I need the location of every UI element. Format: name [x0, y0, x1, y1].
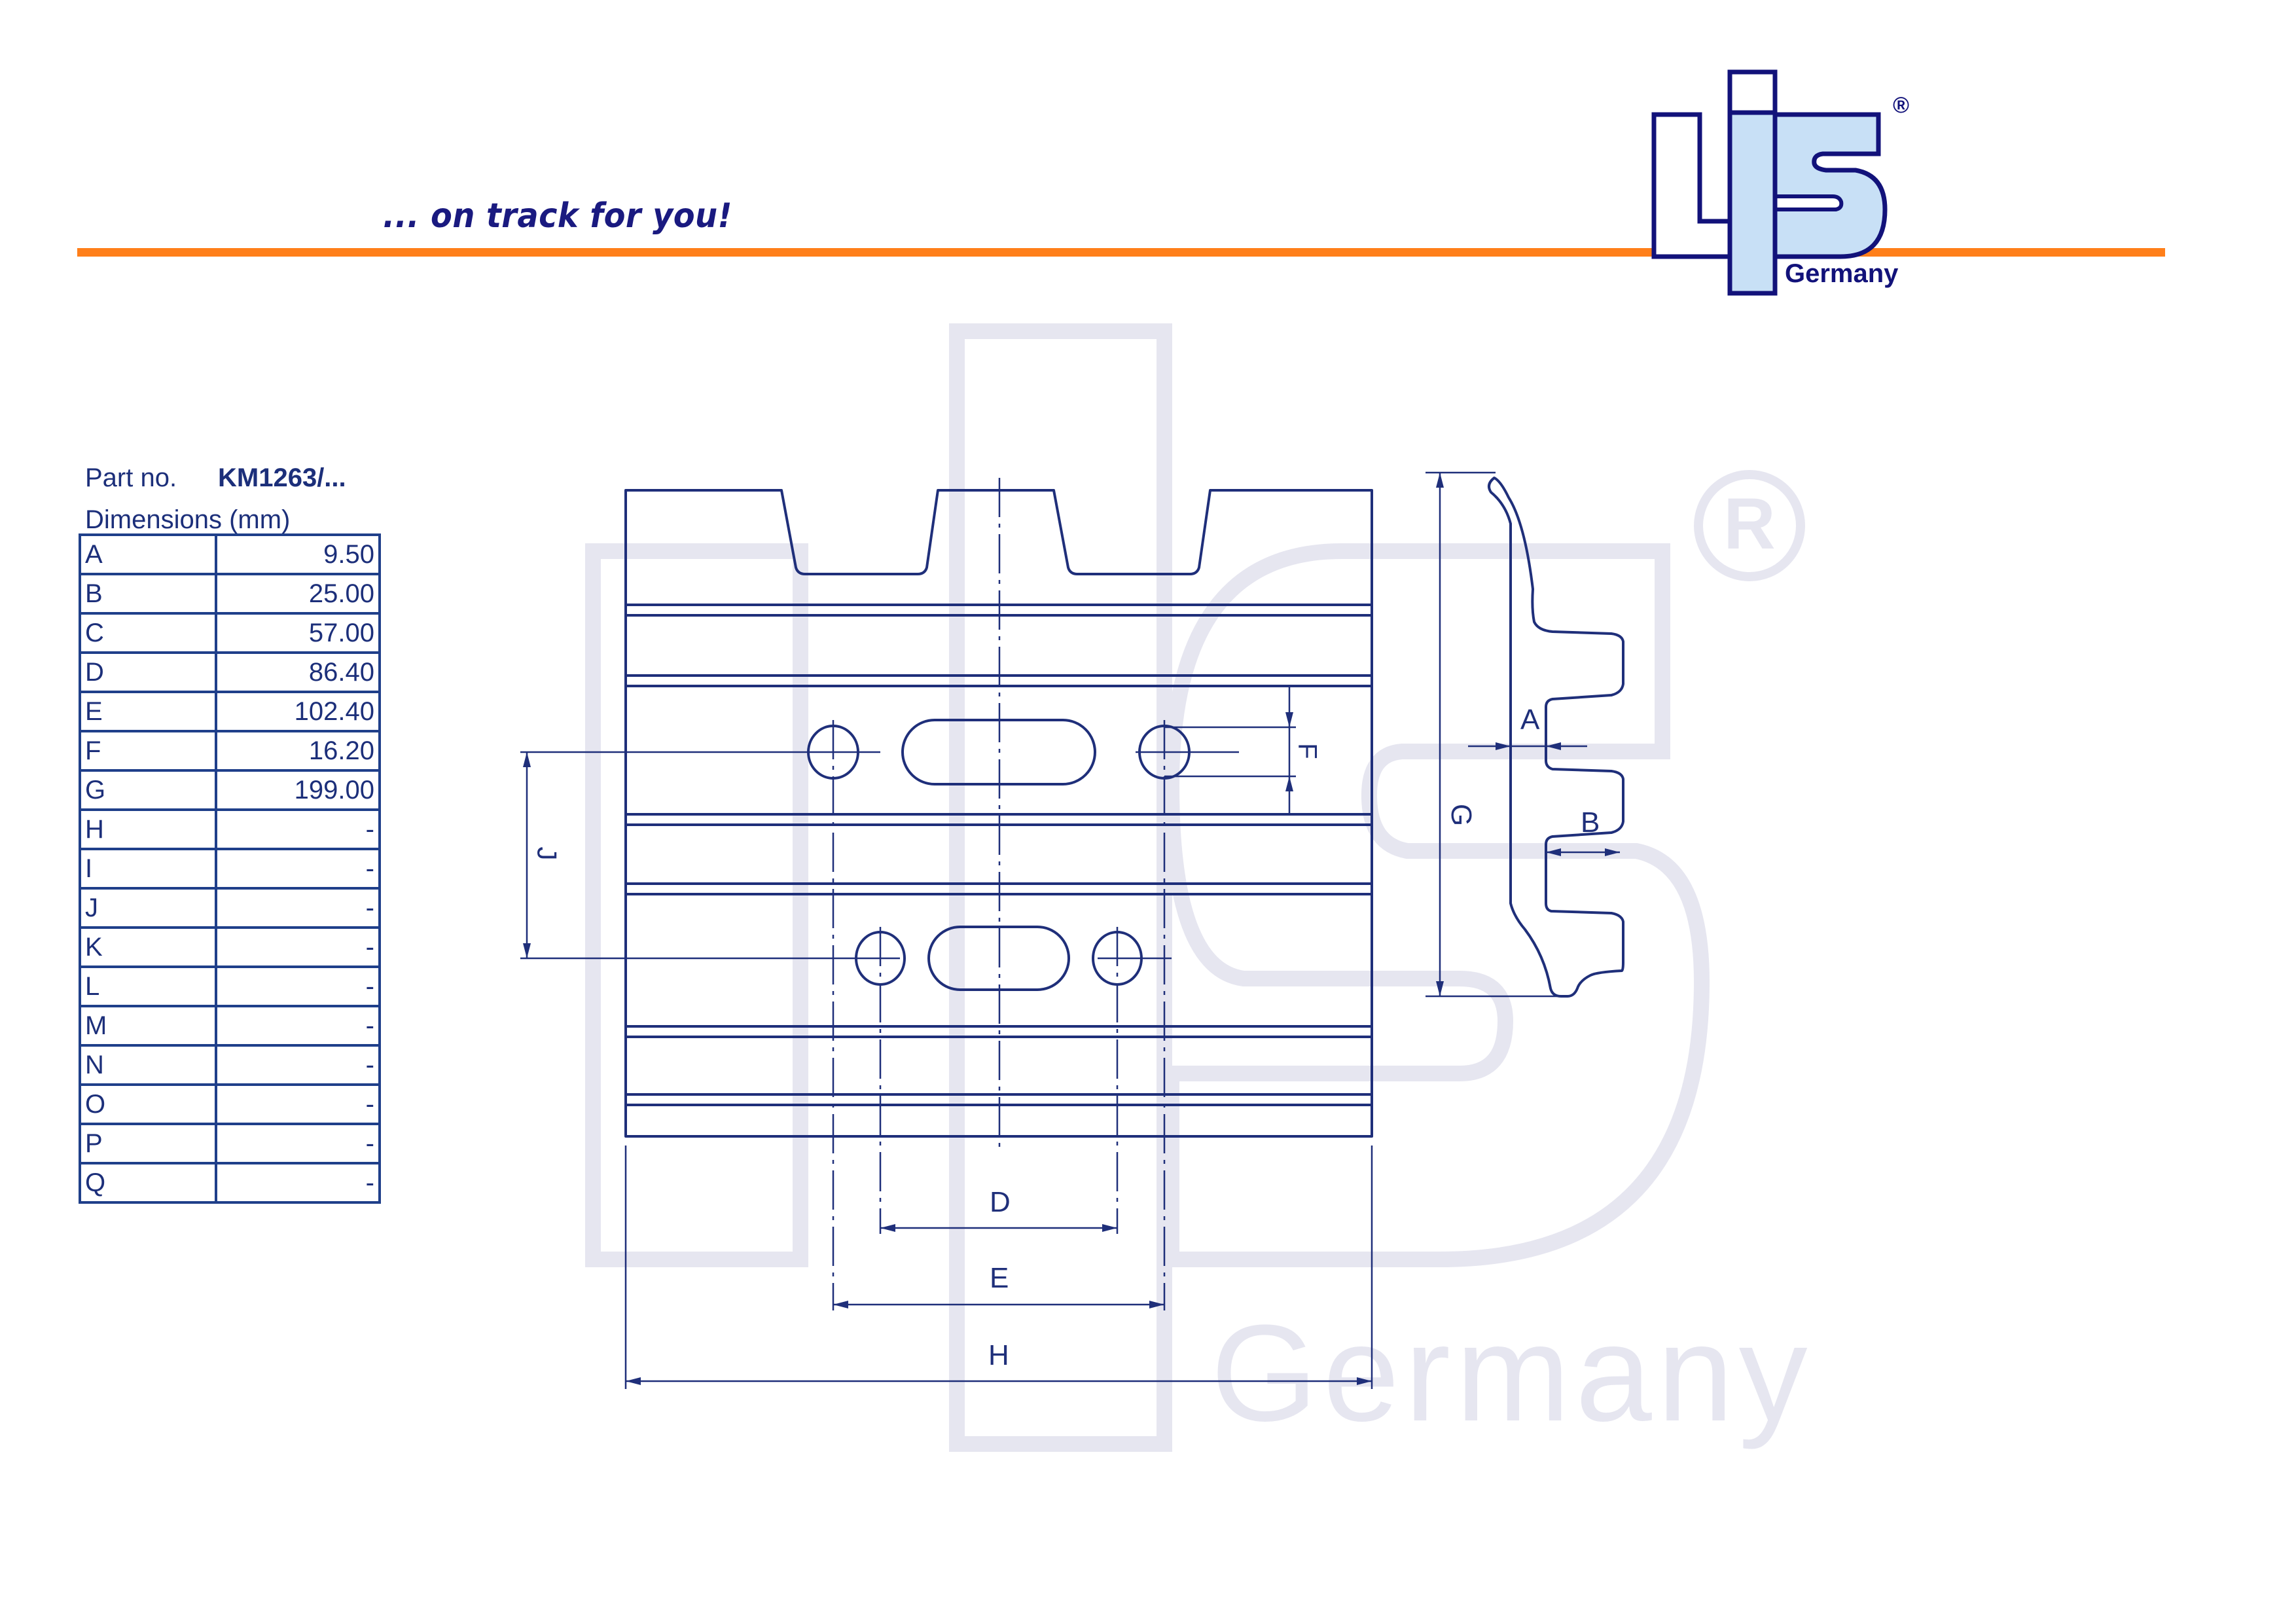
dim-label-J: J: [531, 846, 563, 861]
dim-key: N: [79, 1044, 217, 1086]
table-row: H-: [79, 808, 381, 850]
logo-registered-mark: ®: [1893, 93, 1910, 118]
dim-label-D: D: [990, 1186, 1011, 1218]
table-row: N-: [79, 1044, 381, 1086]
table-row: O-: [79, 1083, 381, 1125]
dim-value: -: [215, 1005, 381, 1047]
table-row: L-: [79, 965, 381, 1007]
watermark-logo: [585, 323, 1710, 1452]
dim-value: -: [215, 808, 381, 850]
dim-key: F: [79, 730, 217, 772]
dim-value: -: [215, 1083, 381, 1125]
dim-label-H: H: [988, 1339, 1009, 1371]
dim-value: 102.40: [215, 691, 381, 732]
dim-key: O: [79, 1083, 217, 1125]
dim-value: 9.50: [215, 533, 381, 575]
table-row: K-: [79, 926, 381, 968]
dim-value: 16.20: [215, 730, 381, 772]
table-row: M-: [79, 1005, 381, 1047]
dim-key: C: [79, 612, 217, 654]
side-view-profile: [1487, 477, 1624, 998]
dim-key: D: [79, 651, 217, 693]
dim-key: L: [79, 965, 217, 1007]
dim-key: J: [79, 887, 217, 929]
dim-key: Q: [79, 1162, 217, 1204]
dim-value: -: [215, 1162, 381, 1204]
dim-key: P: [79, 1123, 217, 1164]
header-divider: [77, 248, 2165, 257]
dim-key: A: [79, 533, 217, 575]
dim-label-E: E: [990, 1262, 1009, 1294]
tagline: ... on track for you!: [383, 196, 732, 236]
dim-value: 25.00: [215, 573, 381, 615]
dim-label-B: B: [1581, 806, 1600, 839]
dim-value: -: [215, 848, 381, 890]
dim-value: -: [215, 1044, 381, 1086]
dim-label-A: A: [1520, 704, 1540, 736]
dim-key: B: [79, 573, 217, 615]
logo-subtitle: Germany: [1785, 259, 1899, 288]
dim-key: G: [79, 769, 217, 811]
table-row: J-: [79, 887, 381, 929]
table-row: Q-: [79, 1162, 381, 1204]
dim-key: I: [79, 848, 217, 890]
dim-label-F: F: [1293, 743, 1322, 759]
front-view-outline: [624, 489, 1373, 1138]
lis-logo: ® Germany: [1649, 65, 1924, 301]
dim-key: M: [79, 1005, 217, 1047]
dim-value: -: [215, 887, 381, 929]
part-no-label: Part no.: [85, 463, 177, 492]
dim-key: K: [79, 926, 217, 968]
dim-value: -: [215, 926, 381, 968]
dim-value: -: [215, 965, 381, 1007]
svg-text:R: R: [1723, 484, 1775, 564]
dim-value: 86.40: [215, 651, 381, 693]
part-no-value: KM1263/...: [218, 463, 346, 492]
watermark-registered-icon: [1694, 470, 1805, 581]
watermark-germany: Germany: [1211, 1296, 1813, 1450]
dimensions-title: Dimensions (mm): [85, 505, 291, 534]
dim-value: -: [215, 1123, 381, 1164]
dim-label-G: G: [1445, 803, 1478, 827]
table-row: P-: [79, 1123, 381, 1164]
dim-value: 57.00: [215, 612, 381, 654]
dim-value: 199.00: [215, 769, 381, 811]
dim-key: H: [79, 808, 217, 850]
dim-key: E: [79, 691, 217, 732]
table-row: I-: [79, 848, 381, 890]
